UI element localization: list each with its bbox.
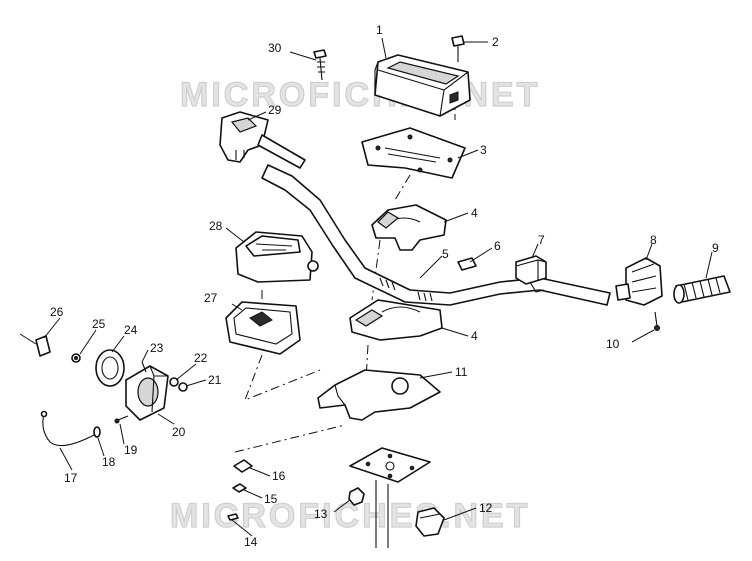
speedometer (235, 231, 319, 283)
callout-24: 24 (124, 323, 138, 337)
callout-25: 25 (92, 317, 106, 331)
handlebar-tube (261, 164, 611, 306)
callout-23: 23 (150, 341, 164, 355)
pad-bolt (451, 35, 465, 62)
leader-lines (43, 37, 713, 537)
callout-10: 10 (606, 337, 620, 351)
watermark-bottom: MICROFICHES.NET (170, 497, 530, 535)
post-clamp (415, 507, 445, 537)
left-control-housing (219, 111, 306, 169)
end-plug (19, 333, 51, 357)
callout-11: 11 (455, 365, 468, 379)
callout-1: 1 (376, 23, 383, 37)
callout-6: 6 (494, 239, 501, 253)
callout-30: 30 (268, 41, 282, 55)
long-bolt (313, 49, 327, 81)
steering-post (375, 480, 389, 548)
lower-clamp (349, 299, 443, 341)
housing-stud (141, 361, 147, 373)
callout-4-upper: 4 (471, 206, 478, 220)
callout-labels: 1 2 3 4 4 5 6 7 8 9 10 11 12 13 14 15 16… (50, 23, 719, 549)
nut-21 (178, 382, 188, 392)
callout-13: 13 (314, 507, 328, 521)
lower-bracket (317, 369, 441, 421)
callout-16: 16 (272, 469, 286, 483)
callout-17: 17 (64, 471, 78, 485)
callout-22: 22 (194, 351, 208, 365)
switch-housing (515, 255, 547, 293)
callout-19: 19 (124, 443, 138, 457)
callout-20: 20 (172, 425, 186, 439)
cable-clip (93, 426, 101, 438)
indicator-housing (125, 365, 169, 421)
steering-post-plate (349, 447, 431, 483)
callout-18: 18 (102, 455, 116, 469)
housing-screw (114, 415, 129, 424)
gauge-boot (225, 301, 301, 355)
block-16 (233, 459, 253, 473)
callout-28: 28 (209, 219, 223, 233)
callout-12: 12 (479, 501, 493, 515)
callout-14: 14 (244, 535, 258, 549)
callout-3: 3 (480, 143, 487, 157)
pin-axis (234, 424, 346, 453)
callout-9: 9 (712, 241, 719, 255)
key-15 (232, 483, 247, 493)
small-nut (71, 353, 81, 363)
pin-14 (227, 513, 239, 521)
handlebar-pad (374, 54, 471, 117)
callout-7: 7 (538, 233, 545, 247)
throttle-housing (615, 257, 663, 306)
callout-15: 15 (264, 492, 278, 506)
cable (40, 410, 97, 447)
watermark-top: MICROFICHES.NET (180, 76, 540, 114)
callout-29: 29 (268, 103, 282, 117)
gasket-ring (95, 349, 125, 387)
callout-27: 27 (204, 291, 218, 305)
callout-21: 21 (208, 373, 222, 387)
throttle-screw (654, 311, 660, 331)
callout-5: 5 (442, 247, 449, 261)
assembly-axis (365, 95, 456, 381)
right-grip (673, 275, 731, 304)
callout-26: 26 (50, 305, 64, 319)
callout-8: 8 (650, 233, 657, 247)
callout-2: 2 (492, 35, 499, 49)
upper-clamp (371, 204, 447, 251)
post-nut (348, 487, 365, 506)
callout-4-lower: 4 (471, 329, 478, 343)
mounting-plate (361, 127, 466, 179)
gauge-axis (244, 290, 321, 401)
